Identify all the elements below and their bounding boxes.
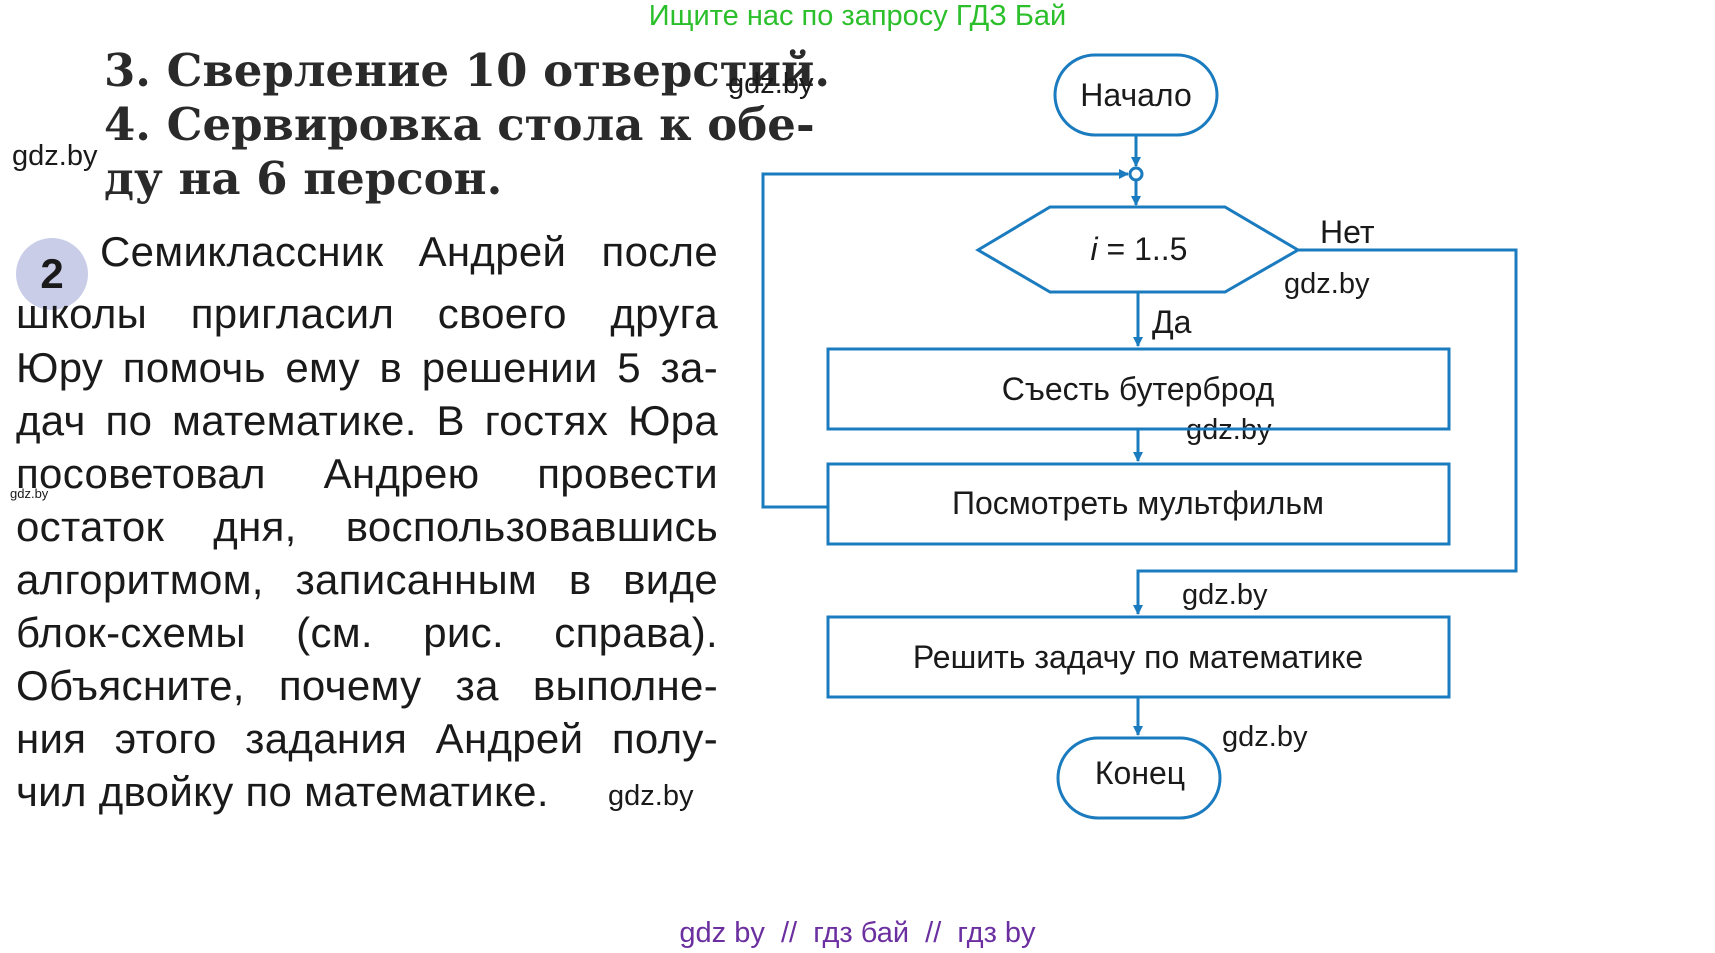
watermark: gdz.by <box>1284 268 1370 300</box>
task-line: дач по математике. В гостях Юра <box>16 397 718 444</box>
step-eat-sandwich-label: Съесть бутерброд <box>1002 371 1275 407</box>
task-line: Объясните, почему за выполне- <box>16 662 718 709</box>
merge-point <box>1128 166 1144 182</box>
watermark: gdz.by <box>1182 579 1268 611</box>
list-item-4-line1: 4. Сервировка стола к обе- <box>104 98 815 151</box>
start-label: Начало <box>1080 77 1192 113</box>
site-nav-links[interactable]: gdz by // гдз бай // гдз by <box>679 917 1036 949</box>
step-solve-task-label: Решить задачу по математике <box>913 639 1363 675</box>
end-label: Конец <box>1095 755 1185 791</box>
search-banner: Ищите нас по запросу ГДЗ Бай <box>648 0 1067 32</box>
task-line: посоветовал Андрею провести <box>16 450 718 497</box>
step-watch-cartoon-label: Посмотреть мультфильм <box>952 485 1324 521</box>
task-line: алгоритмом, записанным в виде <box>16 556 718 603</box>
task-line: ния этого задания Андрей полу- <box>16 715 718 762</box>
watermark: gdz.by <box>1222 721 1308 753</box>
task-number: 2 <box>40 250 64 297</box>
no-branch-arrow <box>1133 248 1518 615</box>
task-line: чил двойку по математике. <box>16 768 549 815</box>
yes-label: Да <box>1152 304 1192 340</box>
task-line: Юру помочь ему в решении 5 за- <box>16 344 718 391</box>
list-item-3: 3. Сверление 10 отверстий. <box>104 44 831 97</box>
watermark: gdz.by <box>608 780 694 812</box>
watermark: gdz.by <box>10 486 49 501</box>
no-label: Нет <box>1320 214 1375 250</box>
task-number-badge: 2 <box>16 238 88 310</box>
watermark: gdz.by <box>728 68 814 100</box>
task-line: остаток дня, воспользовавшись <box>16 503 718 550</box>
task-line: блок-схемы (см. рис. справа). <box>16 609 718 656</box>
watermark: gdz.by <box>12 140 98 172</box>
step-watch-cartoon-box <box>826 462 1451 546</box>
task-line: школы пригласил своего друга <box>16 290 718 337</box>
loop-condition: i = 1..5 <box>1091 231 1188 267</box>
loop-back-arrow <box>761 169 1129 509</box>
list-item-4-line2: ду на 6 персон. <box>104 152 503 205</box>
task-line: Семиклассник Андрей после <box>100 228 718 275</box>
end-terminator <box>1056 736 1222 820</box>
